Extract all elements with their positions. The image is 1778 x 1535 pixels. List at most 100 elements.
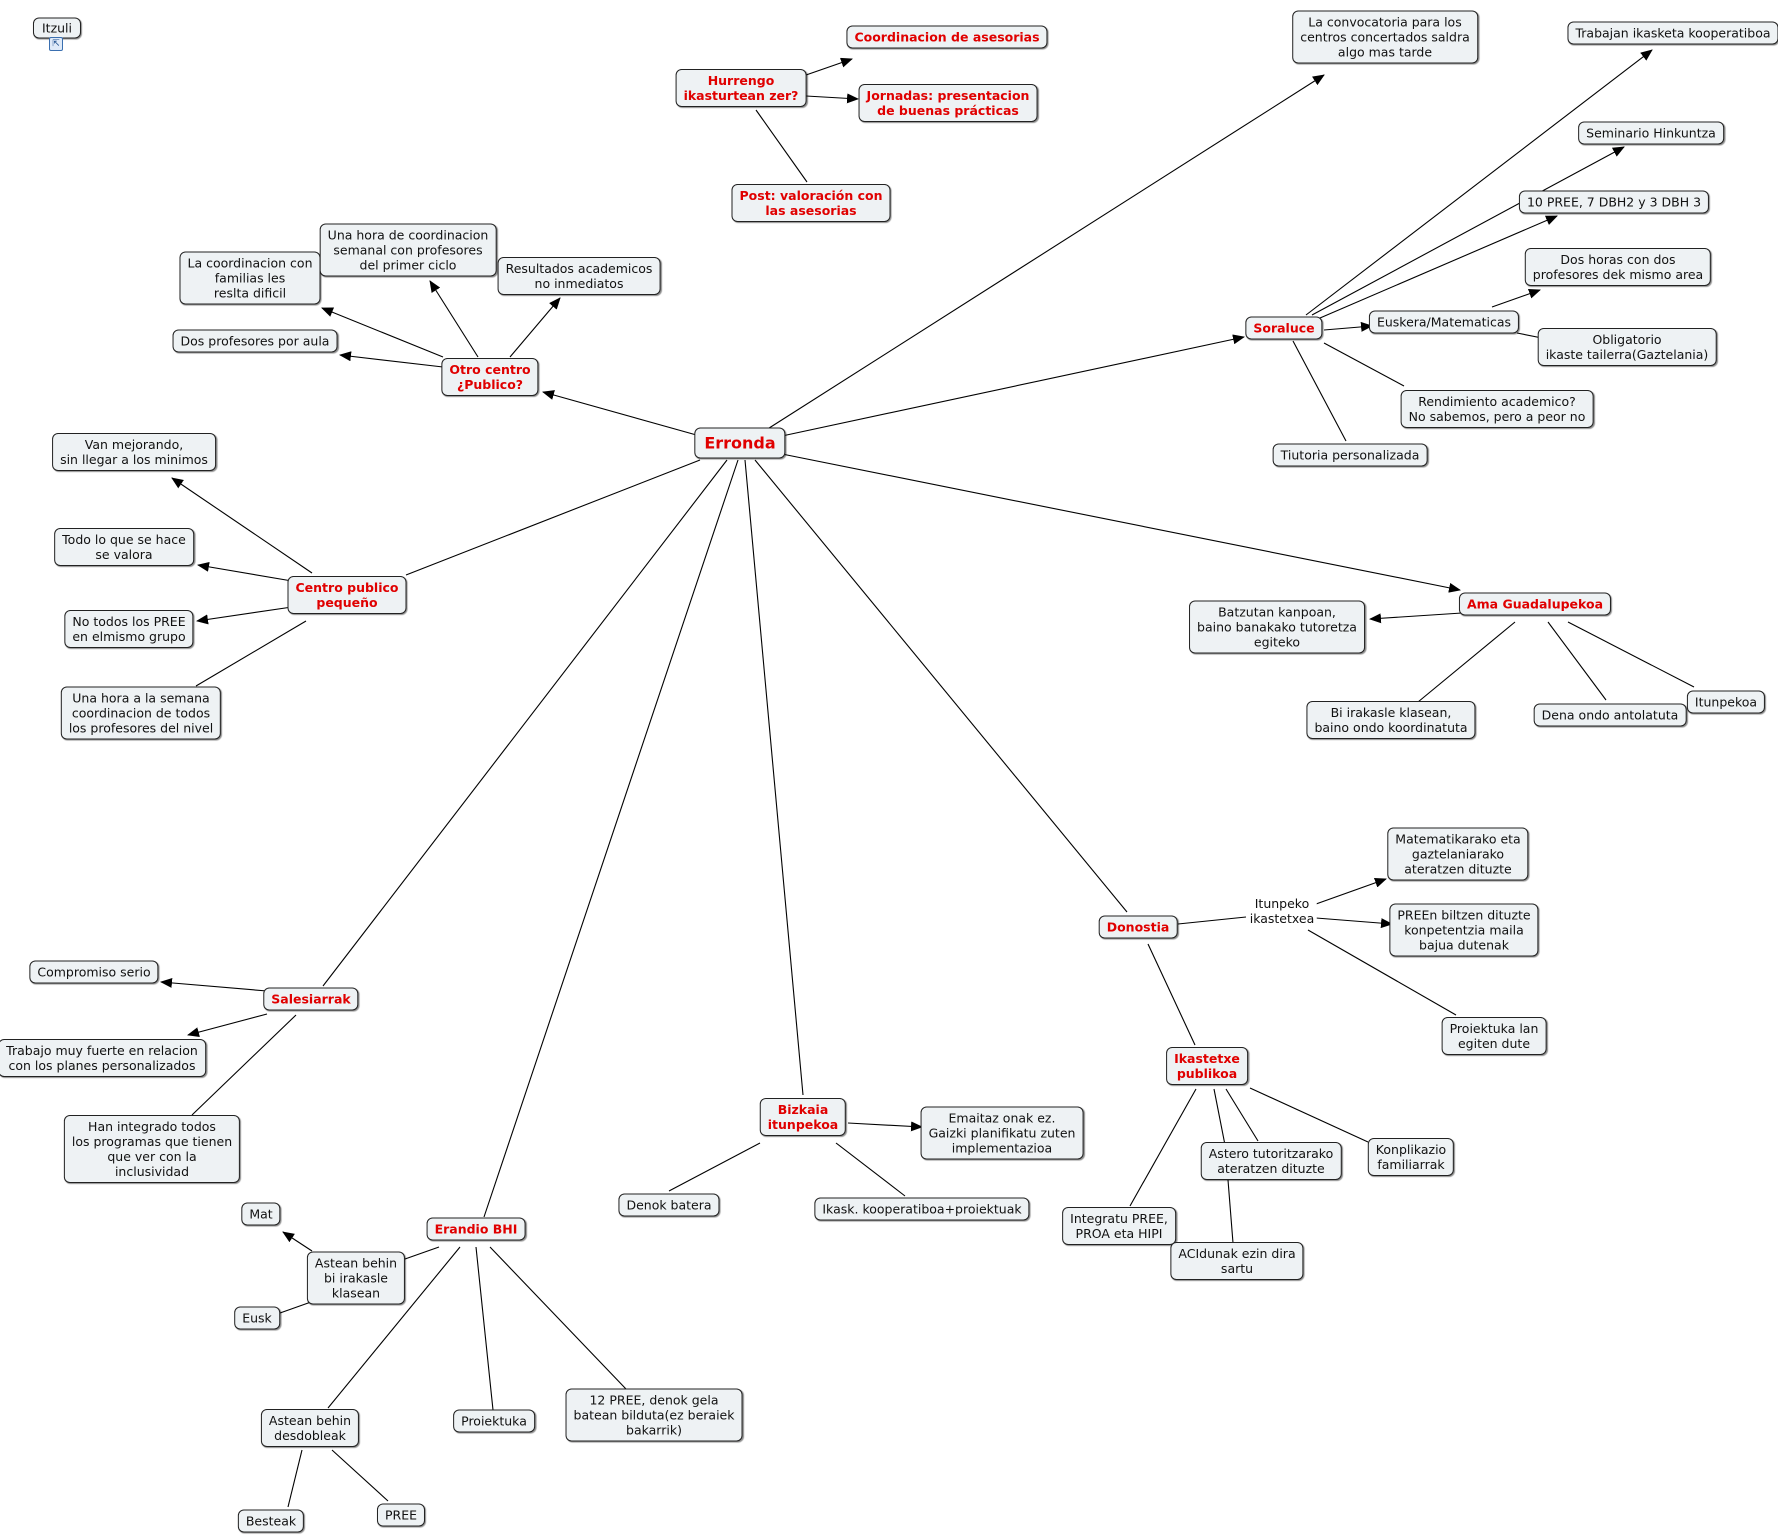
node-centro-publico-pequeno[interactable]: Centro publico pequeño — [287, 576, 407, 614]
map-back-icon[interactable]: ⇱ — [49, 37, 63, 51]
node-acidunak[interactable]: ACIdunak ezin dira sartu — [1170, 1242, 1304, 1280]
link-arrow — [805, 93, 859, 104]
link-line — [279, 1301, 312, 1314]
node-matematikarako[interactable]: Matematikarako eta gaztelaniarako aterat… — [1387, 827, 1529, 881]
node-astero-tutoritzarako[interactable]: Astero tutoritzarako ateratzen dituzte — [1200, 1142, 1342, 1180]
link-line — [1147, 943, 1196, 1046]
node-soraluce[interactable]: Soraluce — [1245, 316, 1323, 340]
node-una-hora-coordinacion[interactable]: Una hora de coordinacion semanal con pro… — [319, 223, 497, 277]
link-line — [1567, 621, 1695, 688]
node-erandio-bhi[interactable]: Erandio BHI — [426, 1217, 526, 1241]
node-obligatorio[interactable]: Obligatorio ikaste tailerra(Gaztelania) — [1537, 328, 1717, 366]
link-arrow — [160, 977, 268, 992]
node-compromiso-serio[interactable]: Compromiso serio — [29, 960, 159, 984]
link-arrow — [542, 390, 701, 437]
itzuli-link[interactable]: Itzuli — [32, 17, 82, 39]
link-line — [327, 1246, 461, 1409]
link-line — [1129, 1088, 1197, 1207]
node-mat[interactable]: Mat — [241, 1202, 281, 1226]
node-otro-centro[interactable]: Otro centro ¿Publico? — [441, 358, 539, 396]
link-arrow — [1315, 877, 1387, 905]
node-todo-se-valora[interactable]: Todo lo que se hace se valora — [54, 528, 194, 566]
node-tiutoria[interactable]: Tiutoria personalizada — [1272, 443, 1428, 467]
link-line — [744, 459, 804, 1096]
node-trabajo-fuerte[interactable]: Trabajo muy fuerte en relacion con los p… — [0, 1039, 206, 1077]
node-no-todos-pree[interactable]: No todos los PREE en elmismo grupo — [64, 610, 194, 648]
node-dena-ondo[interactable]: Dena ondo antolatuta — [1533, 703, 1687, 727]
link-line — [475, 1246, 494, 1411]
link-line — [287, 1449, 303, 1508]
link-line — [322, 459, 728, 987]
link-arrow — [1323, 321, 1373, 332]
node-van-mejorando[interactable]: Van mejorando, sin llegar a los minimos — [52, 433, 216, 471]
node-preen-biltzen[interactable]: PREEn biltzen dituzte konpetentzia maila… — [1389, 903, 1539, 957]
node-hurrengo[interactable]: Hurrengo ikasturtean zer? — [675, 69, 807, 107]
link-line — [405, 459, 701, 576]
link-line — [1323, 342, 1405, 387]
link-line — [1547, 621, 1607, 701]
node-ama-guadalupekoa[interactable]: Ama Guadalupekoa — [1458, 592, 1612, 616]
node-bi-irakasle-klasean[interactable]: Bi irakasle klasean, baino ondo koordina… — [1306, 701, 1476, 739]
link-line — [754, 459, 1128, 913]
link-arrow — [321, 307, 444, 358]
node-astean-desdobleak[interactable]: Astean behin desdobleak — [260, 1409, 360, 1447]
node-ikastetxe-publikoa[interactable]: Ikastetxe publikoa — [1166, 1047, 1248, 1085]
link-arrow — [197, 561, 293, 582]
node-dos-profesores-aula[interactable]: Dos profesores por aula — [172, 329, 338, 353]
node-itunpekoa[interactable]: Itunpekoa — [1686, 690, 1766, 714]
link-arrow — [1491, 288, 1541, 308]
link-line — [1292, 340, 1347, 442]
node-convocatoria[interactable]: La convocatoria para los centros concert… — [1292, 10, 1478, 64]
node-10-pree[interactable]: 10 PREE, 7 DBH2 y 3 DBH 3 — [1518, 190, 1710, 214]
node-denok-batera[interactable]: Denok batera — [618, 1193, 720, 1217]
link-line — [1249, 1087, 1369, 1143]
root-node-erronda[interactable]: Erronda — [694, 427, 786, 459]
link-line — [835, 1142, 906, 1197]
node-coordinacion-asesorias[interactable]: Coordinacion de asesorias — [846, 25, 1048, 49]
link-line — [755, 109, 808, 183]
link-arrow — [765, 74, 1325, 431]
node-integratu-pree[interactable]: Integratu PREE, PROA eta HIPI — [1062, 1207, 1176, 1245]
link-arrow — [509, 297, 561, 358]
link-arrow — [781, 334, 1245, 437]
node-han-integrado[interactable]: Han integrado todos los programas que ti… — [63, 1115, 241, 1183]
node-rendimiento[interactable]: Rendimiento academico? No sabemos, pero … — [1400, 390, 1594, 428]
link-line — [668, 1142, 761, 1192]
node-emaitaz-onak[interactable]: Emaitaz onak ez. Gaizki planifikatu zute… — [920, 1106, 1084, 1160]
node-jornadas[interactable]: Jornadas: presentacion de buenas práctic… — [858, 84, 1038, 122]
node-una-hora-semana[interactable]: Una hora a la semana coordinacion de tod… — [60, 686, 222, 740]
node-12-pree[interactable]: 12 PREE, denok gela batean bilduta(ez be… — [565, 1388, 743, 1442]
link-arrow — [196, 606, 293, 625]
link-line — [1225, 1088, 1259, 1142]
node-salesiarrak[interactable]: Salesiarrak — [263, 987, 359, 1011]
link-arrow — [429, 280, 479, 358]
node-proiektuka[interactable]: Proiektuka — [453, 1409, 535, 1433]
node-bizkaia-itunpekoa[interactable]: Bizkaia itunpekoa — [759, 1098, 847, 1136]
node-donostia[interactable]: Donostia — [1098, 915, 1178, 939]
node-eusk[interactable]: Eusk — [234, 1306, 280, 1330]
node-trabajan-kooperatiboa[interactable]: Trabajan ikasketa kooperatiboa — [1567, 21, 1778, 45]
node-pree[interactable]: PREE — [376, 1503, 426, 1527]
link-arrow — [1315, 917, 1393, 929]
link-line — [1213, 1088, 1226, 1146]
link-line — [191, 1014, 297, 1116]
link-line — [1417, 621, 1516, 703]
link-arrow — [187, 1013, 268, 1038]
node-seminario-hinkuntza[interactable]: Seminario Hinkuntza — [1578, 121, 1724, 145]
label-itunpeko-ikastetxea: Itunpeko ikastetxea — [1247, 896, 1317, 926]
link-line — [483, 459, 739, 1218]
node-resultados-academicos[interactable]: Resultados academicos no inmediatos — [497, 257, 661, 295]
link-line — [195, 620, 307, 687]
node-ikask-kooperatiboa[interactable]: Ikask. kooperatiboa+proiektuak — [814, 1197, 1030, 1221]
node-euskera-matematicas[interactable]: Euskera/Matematicas — [1368, 310, 1520, 334]
node-proiektuka-lan[interactable]: Proiektuka lan egiten dute — [1441, 1017, 1547, 1055]
link-line — [331, 1449, 389, 1502]
node-coordinacion-familias[interactable]: La coordinacion con familias les reslta … — [179, 251, 321, 305]
node-astean-bi-irakasle[interactable]: Astean behin bi irakasle klasean — [306, 1251, 406, 1305]
node-besteak[interactable]: Besteak — [237, 1509, 305, 1533]
node-dos-horas[interactable]: Dos horas con dos profesores dek mismo a… — [1524, 248, 1712, 286]
node-konplikazio[interactable]: Konplikazio familiarrak — [1367, 1138, 1455, 1176]
link-line — [1227, 1179, 1234, 1244]
node-post-valoracion[interactable]: Post: valoración con las asesorias — [731, 184, 891, 222]
node-batzutan-kanpoan[interactable]: Batzutan kanpoan, baino banakako tutoret… — [1189, 600, 1365, 654]
